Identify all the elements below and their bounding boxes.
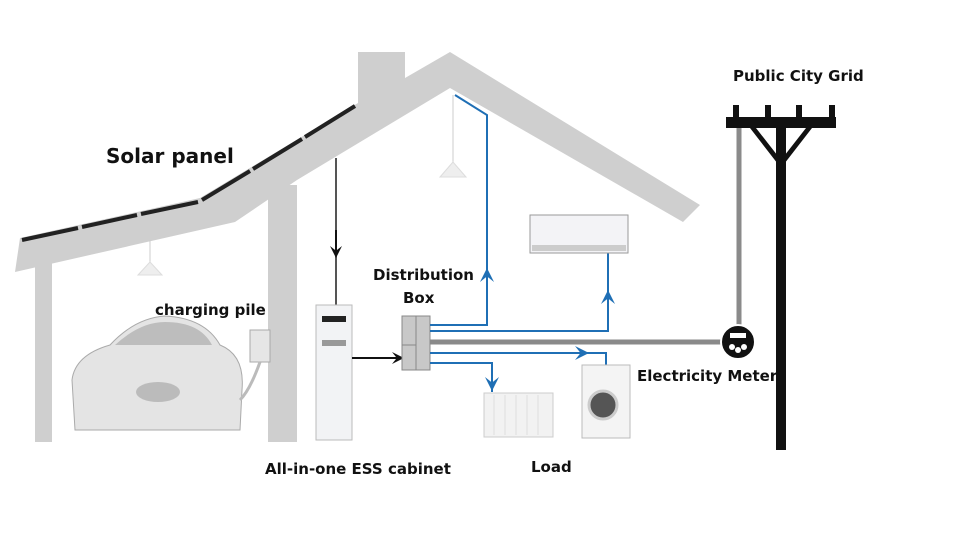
charging-pile-label: charging pile (155, 301, 266, 319)
charging-pile-icon (238, 329, 271, 402)
load-label: Load (531, 458, 572, 476)
electricity-meter-label: Electricity Meter (637, 367, 778, 385)
solar-panel-label: Solar panel (106, 144, 234, 168)
car-icon (71, 315, 243, 431)
distribution-box-label-line2: Box (403, 289, 435, 307)
solar-panels (21, 104, 357, 242)
ess-cabinet-label: All-in-one ESS cabinet (265, 460, 451, 478)
load-wires (430, 94, 615, 392)
air-conditioner-icon (529, 214, 629, 254)
utility-pole-icon (726, 105, 836, 450)
distribution-box-icon (401, 315, 431, 371)
ess-cabinet-icon (315, 304, 353, 441)
ceiling-lamp-icon (136, 95, 468, 276)
public-city-grid-label: Public City Grid (733, 67, 864, 85)
distribution-box-label-line1: Distribution (373, 266, 474, 284)
radiator-icon (483, 392, 554, 438)
house-structure (15, 52, 700, 442)
washing-machine-icon (581, 364, 631, 439)
electricity-meter-icon (720, 324, 756, 360)
